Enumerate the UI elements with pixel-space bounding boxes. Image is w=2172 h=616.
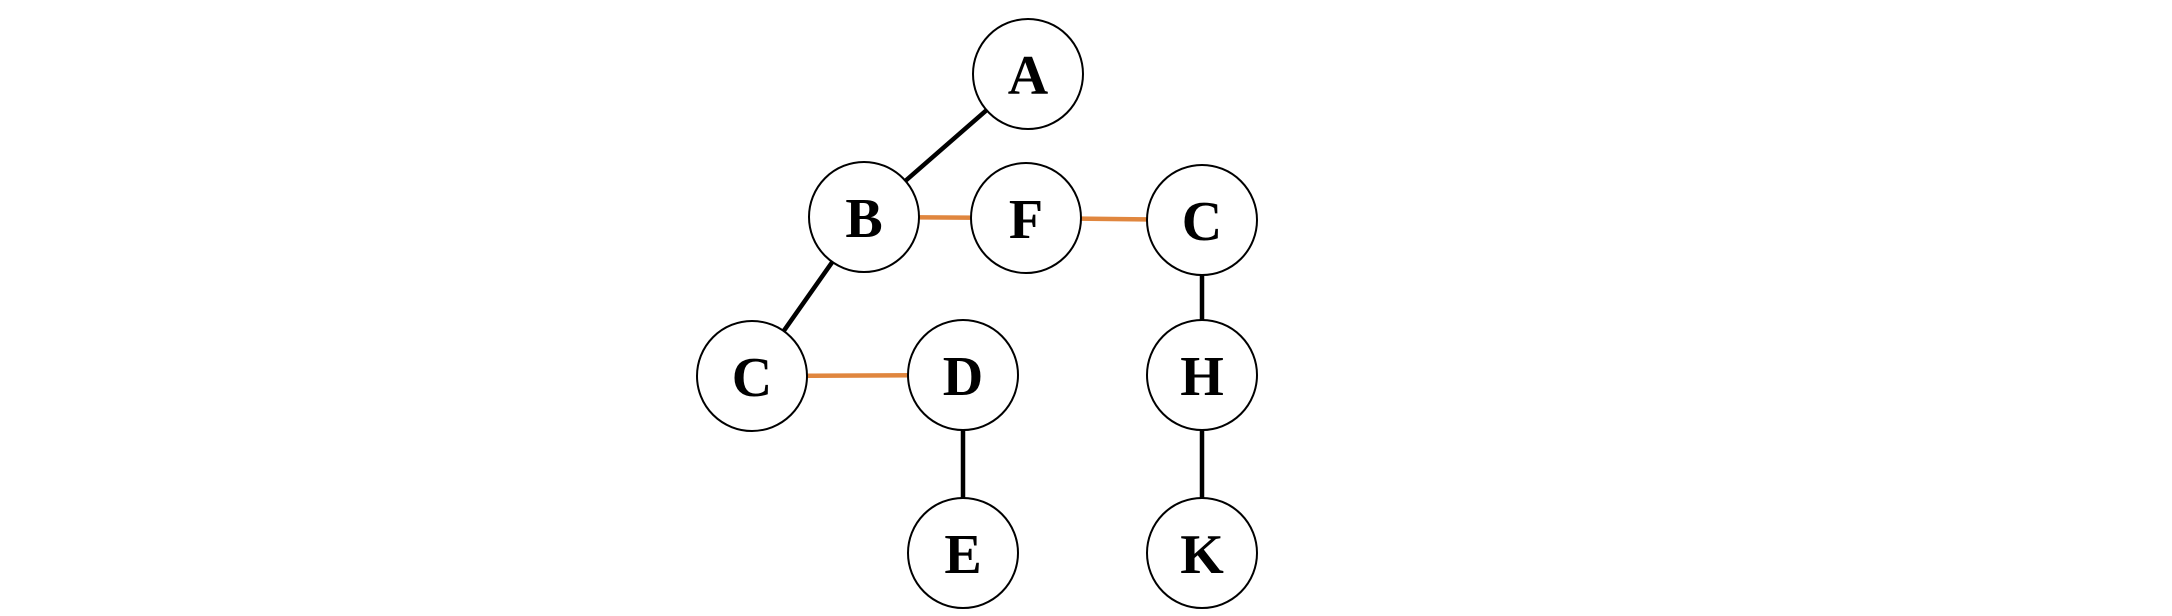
node-A — [972, 18, 1084, 130]
node-label-H: H — [1180, 346, 1224, 408]
node-label-C-left: C — [732, 347, 772, 409]
node-H — [1146, 319, 1258, 431]
node-C-right — [1146, 164, 1258, 276]
node-C-left — [696, 320, 808, 432]
node-label-C-right: C — [1182, 191, 1222, 253]
node-label-D: D — [943, 346, 983, 408]
node-E — [907, 497, 1019, 609]
node-label-E: E — [944, 524, 981, 586]
node-K — [1146, 497, 1258, 609]
node-D — [907, 319, 1019, 431]
node-label-A: A — [1008, 45, 1049, 107]
node-F — [970, 162, 1082, 274]
node-label-K: K — [1180, 524, 1224, 586]
node-label-F: F — [1009, 189, 1043, 251]
node-label-B: B — [845, 188, 882, 250]
node-B — [808, 161, 920, 273]
